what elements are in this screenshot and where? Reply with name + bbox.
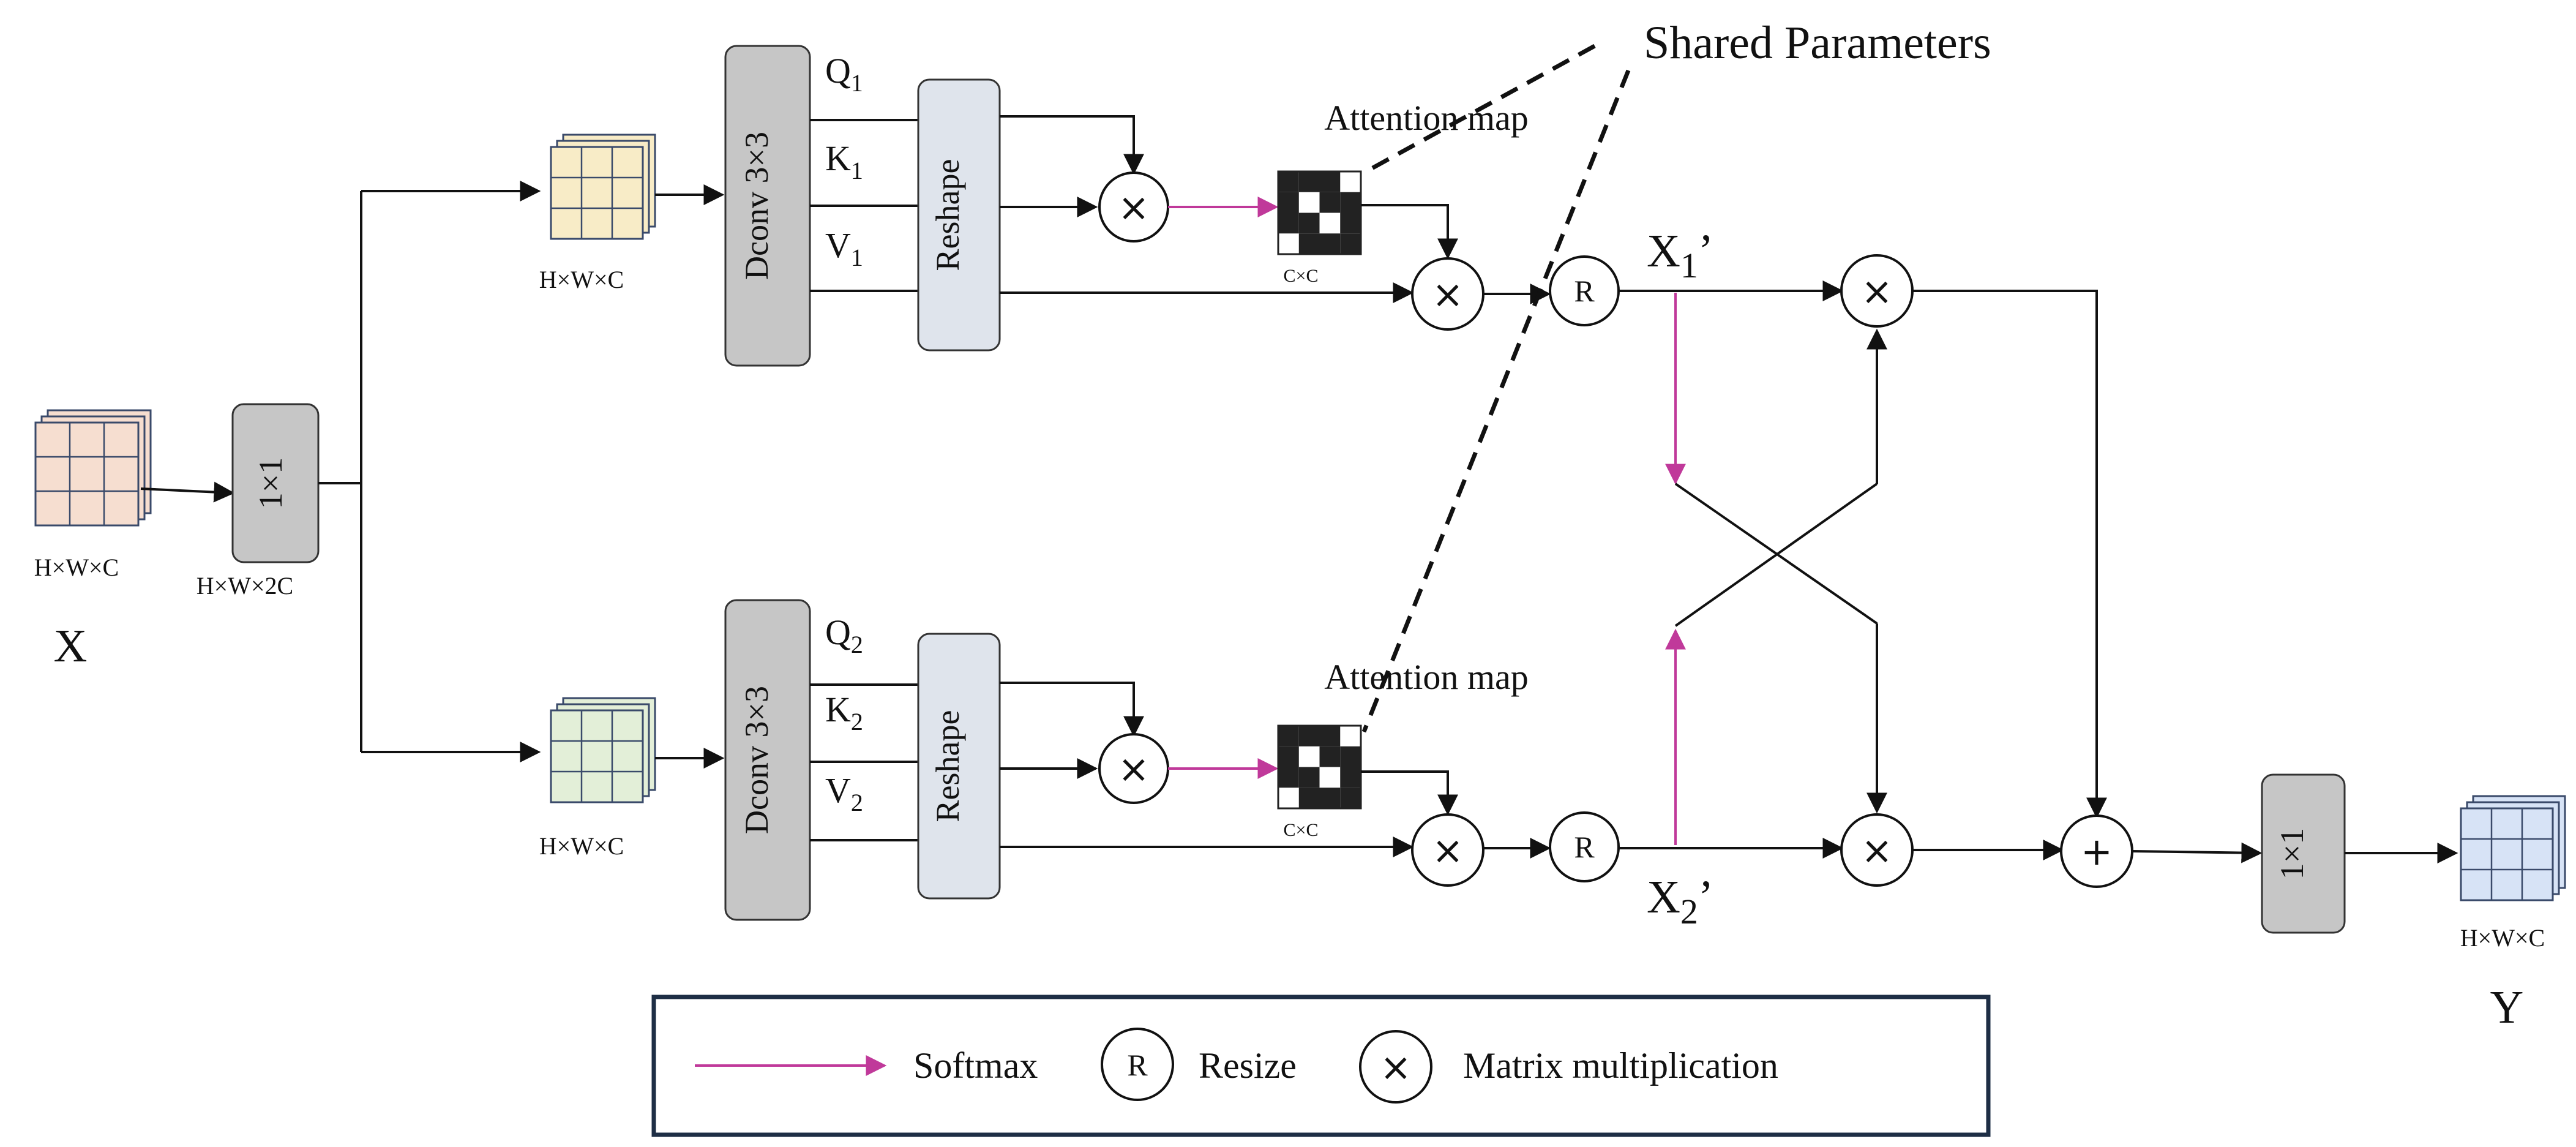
matmul-cross-bottom-symbol: × bbox=[1861, 828, 1893, 873]
legend-matmul-icon bbox=[1359, 1030, 1432, 1104]
reshape-bottom-block bbox=[917, 633, 1001, 900]
shared-param-dash-top bbox=[1363, 43, 1596, 175]
matmul-bottom-qk-symbol: × bbox=[1118, 746, 1150, 791]
shared-parameters-label: Shared Parameters bbox=[1644, 17, 1991, 69]
tensor-layer bbox=[550, 146, 644, 240]
dconv-top-label: Dconv 3×3 bbox=[738, 132, 775, 280]
attention-map-cell bbox=[1340, 746, 1361, 767]
output-dim-label: H×W×C bbox=[2460, 924, 2545, 952]
attention-map-top-icon bbox=[1277, 170, 1362, 255]
dconv-bottom-block bbox=[724, 599, 811, 921]
matmul-bottom-av-node bbox=[1411, 813, 1485, 887]
attention-map-cell bbox=[1278, 767, 1299, 788]
conv1x1-out-label: 1×1 bbox=[2274, 828, 2310, 879]
tensor-layer bbox=[2460, 807, 2554, 901]
attention-map-cell bbox=[1298, 767, 1320, 788]
x1-prime-label: X1’ bbox=[1647, 225, 1713, 285]
attention-map-cell bbox=[1340, 767, 1361, 788]
input-dim-label: H×W×C bbox=[34, 554, 119, 581]
output-y-label: Y bbox=[2490, 982, 2524, 1033]
attention-map-cell bbox=[1278, 212, 1299, 234]
attention-map-top-label: Attention map bbox=[1324, 98, 1528, 138]
x2-prime-label: X2’ bbox=[1647, 871, 1713, 931]
tensor-layer bbox=[550, 709, 644, 803]
matmul-cross-top-symbol: × bbox=[1861, 269, 1893, 314]
cross-line-up bbox=[1674, 483, 1878, 627]
matmul-bottom-av-symbol: × bbox=[1432, 828, 1464, 873]
attention-map-cell bbox=[1319, 746, 1341, 767]
reshape-bottom-label: Reshape bbox=[929, 710, 966, 822]
arrow-q2-to-matmul bbox=[1000, 682, 1144, 737]
attention-bottom-dim-label: C×C bbox=[1284, 820, 1319, 840]
arrow-input-to-conv bbox=[140, 481, 235, 503]
q1-label: Q1 bbox=[825, 51, 863, 97]
conv1x1-in-label: 1×1 bbox=[252, 457, 289, 509]
attention-map-cell bbox=[1319, 233, 1341, 254]
attention-map-cell bbox=[1298, 212, 1320, 234]
arrow-cross-top-to-add bbox=[1912, 290, 2107, 819]
add-symbol: + bbox=[2081, 829, 2113, 874]
resize-bottom-symbol: R bbox=[1574, 830, 1595, 864]
bottom-branch-dim-label: H×W×C bbox=[539, 832, 624, 860]
attention-map-cell bbox=[1278, 192, 1299, 213]
top-branch-dim-label: H×W×C bbox=[539, 266, 624, 293]
attention-map-cell bbox=[1278, 746, 1299, 767]
v2-label: V2 bbox=[825, 770, 863, 816]
input-tensor-icon bbox=[34, 409, 152, 527]
q2-label: Q2 bbox=[825, 612, 863, 658]
attention-map-bottom-icon bbox=[1277, 724, 1362, 810]
matmul-top-av-symbol: × bbox=[1432, 272, 1464, 317]
arrow-attn-top-to-matmul bbox=[1361, 204, 1458, 260]
k2-label: K2 bbox=[825, 690, 863, 735]
legend-resize-label: Resize bbox=[1199, 1045, 1297, 1086]
attention-map-cell bbox=[1319, 788, 1341, 808]
arrow-attn-bottom-to-matmul bbox=[1361, 770, 1458, 816]
legend-resize-symbol: R bbox=[1127, 1048, 1148, 1082]
tensor-layer bbox=[34, 421, 140, 527]
k1-label: K1 bbox=[825, 138, 863, 184]
legend-box bbox=[651, 995, 1991, 1137]
attention-map-cell bbox=[1298, 788, 1320, 808]
attention-map-cell bbox=[1340, 233, 1361, 254]
attention-map-cell bbox=[1278, 171, 1299, 192]
attention-map-cell bbox=[1340, 212, 1361, 234]
attention-map-cell bbox=[1298, 726, 1320, 746]
input-x-label: X bbox=[54, 620, 88, 672]
attention-map-bottom-label: Attention map bbox=[1324, 657, 1528, 697]
attention-map-cell bbox=[1298, 233, 1320, 254]
attention-map-cell bbox=[1340, 788, 1361, 808]
matmul-top-qk-symbol: × bbox=[1118, 185, 1150, 230]
attention-top-dim-label: C×C bbox=[1284, 266, 1319, 286]
v1-label: V1 bbox=[825, 225, 863, 271]
shared-param-dash-bottom bbox=[1361, 69, 1631, 733]
attention-map-cell bbox=[1340, 192, 1361, 213]
attention-map-cell bbox=[1319, 171, 1341, 192]
attention-map-cell bbox=[1319, 192, 1341, 213]
legend-resize-icon bbox=[1101, 1028, 1174, 1101]
dconv-bottom-label: Dconv 3×3 bbox=[738, 686, 775, 834]
bottom-branch-tensor-icon bbox=[550, 697, 656, 803]
attention-map-cell bbox=[1278, 726, 1299, 746]
reshape-top-block bbox=[917, 78, 1001, 352]
arrow-add-to-conv-out bbox=[2132, 842, 2263, 863]
attention-map-cell bbox=[1298, 171, 1320, 192]
legend-matmul-label: Matrix multiplication bbox=[1463, 1045, 1778, 1086]
reshape-top-label: Reshape bbox=[929, 159, 966, 271]
legend-softmax-label: Softmax bbox=[913, 1045, 1038, 1086]
legend-matmul-symbol: × bbox=[1380, 1045, 1412, 1089]
attention-map-cell bbox=[1319, 726, 1341, 746]
output-tensor-icon bbox=[2460, 795, 2566, 901]
top-branch-tensor-icon bbox=[550, 134, 656, 240]
arrow-q1-to-matmul bbox=[1000, 115, 1144, 175]
conv1x1-in-dim-label: H×W×2C bbox=[197, 572, 293, 600]
resize-top-symbol: R bbox=[1574, 274, 1595, 308]
